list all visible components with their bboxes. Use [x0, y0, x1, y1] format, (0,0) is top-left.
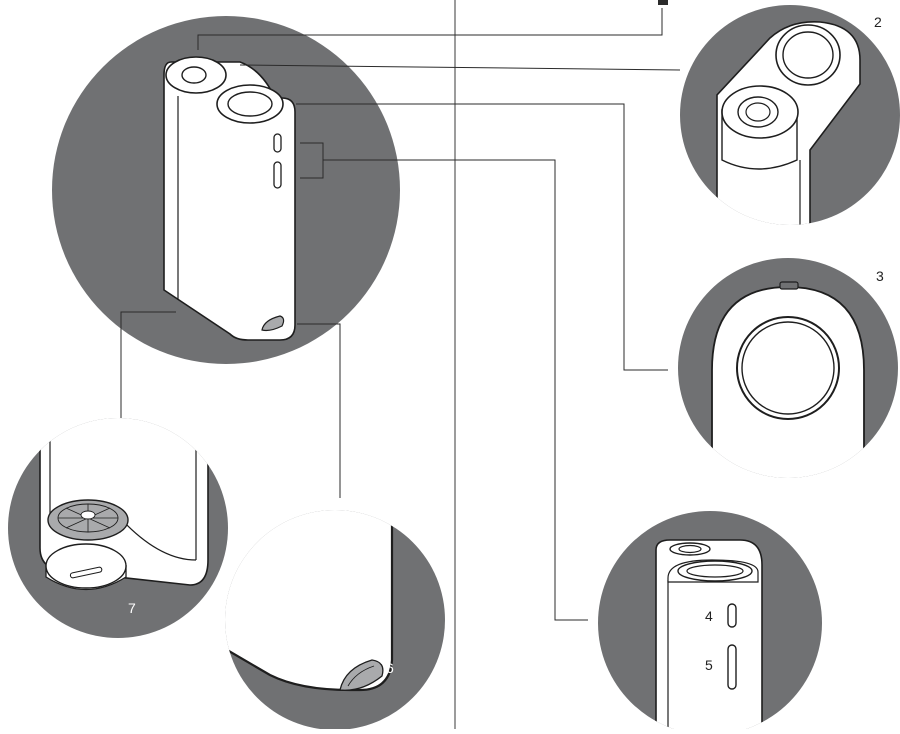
detail-slots-view	[680, 5, 900, 240]
detail-usb-body	[210, 470, 392, 690]
small-slot-opening	[182, 67, 206, 83]
detail-small-slot-inner	[746, 103, 770, 121]
main-device-view	[52, 16, 400, 364]
callout-6: 6	[386, 660, 394, 676]
detail-button-notch	[780, 282, 798, 289]
detail-indicators-large-slot-inner	[687, 565, 743, 577]
detail-button-view	[678, 258, 898, 490]
leader-line-6	[297, 324, 340, 498]
detail-indicators-small-slot-inner	[679, 546, 701, 553]
detail-cap-disc	[46, 544, 126, 588]
callout-4: 4	[705, 608, 713, 624]
callout-1-stub	[658, 0, 668, 5]
indicator-light-upper	[274, 134, 281, 152]
detail-cap-seal-center	[81, 511, 95, 519]
callout-7: 7	[128, 600, 136, 616]
detail-cap-view	[8, 410, 228, 638]
detail-large-slot-opening	[783, 32, 833, 78]
indicator-4-light	[728, 604, 736, 627]
indicator-light-lower	[274, 162, 281, 188]
callout-5: 5	[705, 657, 713, 673]
indicator-5-light	[728, 645, 736, 689]
detail-usb-view	[210, 470, 445, 729]
large-slot-opening	[228, 92, 272, 116]
callout-3: 3	[876, 268, 884, 284]
detail-button-ring-inner	[742, 322, 834, 414]
detail-indicators-view: 4 5	[598, 511, 822, 729]
callout-2: 2	[874, 14, 882, 30]
